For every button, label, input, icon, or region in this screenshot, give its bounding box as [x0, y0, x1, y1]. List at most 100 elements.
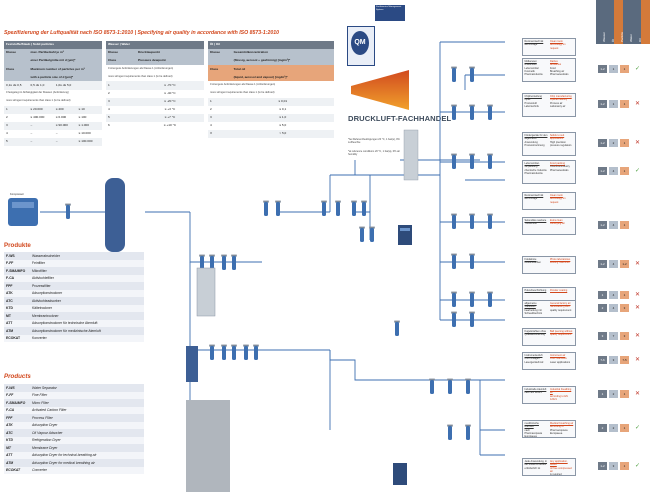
particle-class: 3 [598, 332, 607, 340]
application-en-text: Clean room [550, 194, 563, 197]
value-cell: ≤ -70 °C [135, 81, 204, 90]
header-column: Water [629, 0, 641, 44]
filter-housing-icon [447, 424, 453, 440]
compressor-icon [8, 198, 38, 226]
filter-housing-icon [469, 311, 475, 327]
application-de-text: Prozessluft [524, 101, 537, 105]
product-code: ATK [4, 289, 30, 297]
application-en-text: Breathing air [550, 69, 565, 73]
water-class: 4 [609, 304, 618, 312]
filter-housing-icon [451, 153, 457, 169]
value-cell: ≤ +10 °C [163, 123, 177, 128]
class-cell: 4 [108, 107, 110, 112]
col-label [208, 73, 232, 82]
zero-class-note: 0 strengere Anforderungen als Klasse 1 (… [210, 83, 276, 87]
product-name: Aktivkohleadsorber [30, 297, 144, 305]
table-row: 3≤ -20 °C [106, 97, 204, 106]
application-en-text: High precision [550, 140, 566, 144]
application-en-text: Instrument air [550, 354, 566, 357]
particle-class: 1 [598, 291, 607, 299]
product-name: Adsorptionstrockner für medizinische Ate… [30, 327, 144, 335]
class-cell: X [208, 130, 232, 139]
col-label: Class [106, 57, 136, 66]
header-column: Partikel [593, 0, 605, 44]
table-row: 3≤ 1,0 [208, 113, 334, 122]
application-en-text: Industrial breathing air [550, 388, 572, 395]
value-cell: ≤ 20.000 [28, 105, 54, 114]
oil-class: 1 [620, 167, 629, 175]
application-en-text: pressure regulators [550, 143, 572, 147]
value-cell: – [30, 131, 33, 136]
application-en-text: Chemical industry [550, 165, 570, 169]
certification-badge: Zertifiziertes Management System [375, 5, 405, 21]
header-column: Wasser [602, 0, 614, 44]
application-de-text: Instrumentenluft [524, 354, 543, 357]
value-cell: ≤ +7 °C [135, 113, 204, 122]
table-row: 2≤ 400.000≤ 6.000≤ 100 [4, 114, 102, 122]
value-cell: ≤ 400 [53, 105, 77, 114]
product-code: ECOKAT [4, 466, 30, 474]
table-header: Wasser | Water [106, 41, 204, 50]
process-tank-icon [186, 400, 230, 492]
product-code: F-WS [4, 252, 30, 260]
note-de: *bei Referenzbedingungen 20 °C, 1 bar(a)… [348, 138, 400, 145]
cross-icon: ✕ [634, 333, 641, 339]
check-icon: ✓ [634, 425, 641, 431]
application-en-text: Breweries [550, 63, 562, 67]
product-code: F-FF [4, 391, 30, 399]
table-row: 1≤ -70 °C [106, 81, 204, 90]
table-row: 4≤ 5,0 [208, 122, 334, 130]
water-class: 7 [609, 332, 618, 340]
membrane-dryer-icon [186, 346, 198, 382]
oil-class: 3 [620, 304, 629, 312]
application-de-text: allgemeine Anwendung [524, 137, 538, 144]
particle-class: 1-2 [598, 100, 607, 108]
table-row: 4≤ +3 °C [106, 106, 204, 114]
value-cell: – [55, 131, 58, 136]
application-en-text: quality requirement [550, 308, 572, 312]
filter-housing-icon [451, 253, 457, 269]
value-cell: – [28, 138, 54, 147]
application-de-text: Schweißtechnik [524, 311, 543, 315]
filter-housing-icon [361, 200, 367, 216]
oil-class: 1 [620, 139, 629, 147]
oil-class: 1 [620, 65, 629, 73]
application-en-text: technology on request [550, 43, 566, 50]
filter-housing-icon [451, 66, 457, 82]
value-cell: ≤ 1,0 [231, 113, 334, 122]
oil-class: 3 [620, 332, 629, 340]
product-code: FPF [4, 414, 30, 422]
particle-class: 1-2 [598, 260, 607, 268]
application-en-text: Laser applications [550, 360, 571, 364]
particle-class: 7-6 [598, 356, 607, 364]
filter-housing-icon [221, 254, 227, 270]
value-cell: > 5,0 [231, 130, 334, 139]
filter-housing-icon [199, 254, 205, 270]
filter-housing-icon [469, 66, 475, 82]
table-row: 2≤ 0,1 [208, 106, 334, 114]
cross-icon: ✕ [634, 305, 641, 311]
oil-class: 1 [620, 100, 629, 108]
water-class: 2 [609, 424, 618, 432]
application-de-text: Kugelstrahlen ohne [524, 330, 547, 333]
value-cell: ≤ 400.000 [30, 115, 45, 120]
application-de-text: Optik [524, 98, 531, 102]
filter-housing-icon [429, 378, 435, 394]
application-en-text: Powder coating [550, 289, 568, 292]
products-en-title: Products [4, 373, 31, 380]
application-en-text: Food packing [550, 162, 566, 165]
size-range: 1,0≤ d≤ 5,0 [53, 81, 102, 90]
filter-housing-icon [451, 213, 457, 229]
col-label: Maximum number of particles per m³ [28, 65, 102, 74]
